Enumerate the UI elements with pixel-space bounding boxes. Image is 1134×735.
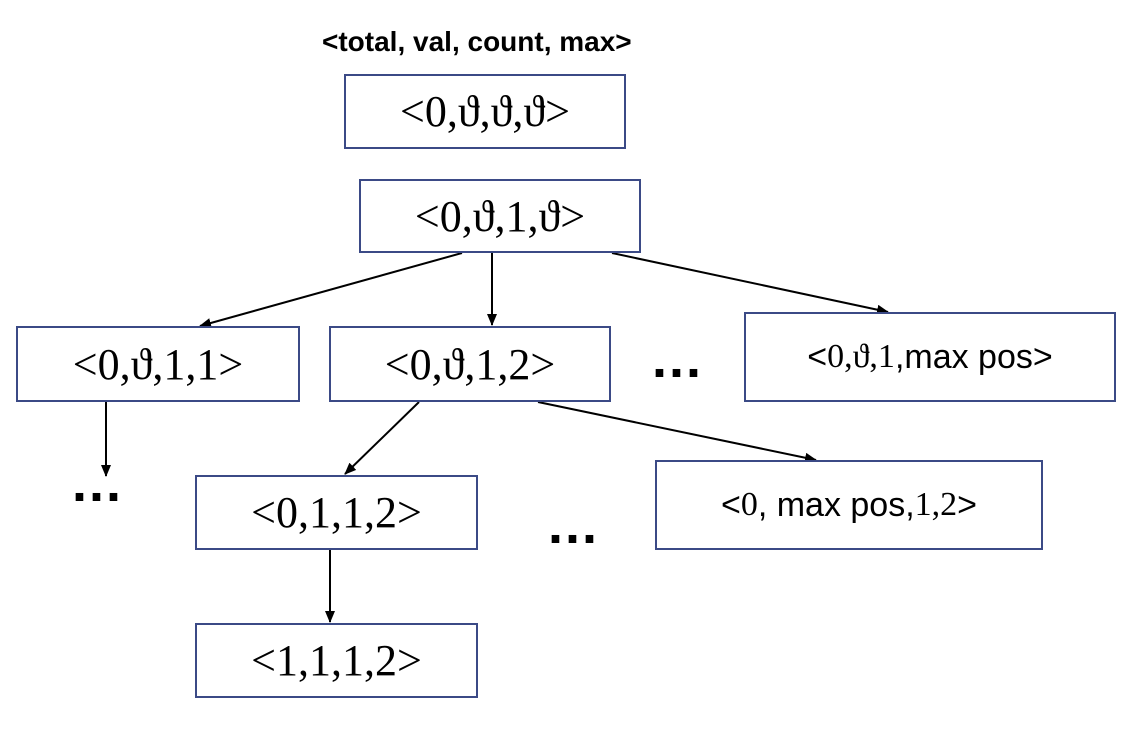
edge-max2-to-valmax	[537, 401, 817, 463]
node-count-1: <0,ϑ,1,ϑ>	[359, 179, 641, 253]
edge-max2-to-val1	[344, 401, 420, 475]
ellipsis-val-row: ...	[548, 495, 600, 555]
node-max-1: <0,ϑ,1,1>	[16, 326, 300, 402]
node-val-1: <0,1,1,2>	[195, 475, 478, 550]
node-max-pos-label: ,max pos>	[894, 337, 1053, 376]
node-val-max-pos-label: , max pos,	[757, 485, 915, 524]
tuple-header: <total, val, count, max>	[322, 26, 632, 57]
edge-count1-to-max1	[199, 252, 463, 328]
ellipsis-mid-row: ...	[652, 329, 704, 389]
edge-count1-to-maxpos	[611, 252, 889, 315]
ellipsis-left-branch: ...	[72, 453, 124, 513]
node-total-1: <1,1,1,2>	[195, 623, 478, 698]
node-val-max-pos-values: 1,2	[914, 486, 958, 523]
node-val-max-pos-open: <	[720, 485, 741, 524]
node-val-max-pos: <0, max pos,1,2>	[655, 460, 1043, 550]
node-max-2: <0,ϑ,1,2>	[329, 326, 611, 402]
node-val-max-pos-total: 0	[740, 486, 758, 523]
node-max-pos-values: 0,ϑ,1	[827, 338, 895, 375]
node-max-pos-open: <	[807, 337, 828, 376]
node-root: <0,ϑ,ϑ,ϑ>	[344, 74, 626, 149]
node-val-max-pos-close: >	[957, 485, 978, 524]
node-max-pos: <0,ϑ,1,max pos>	[744, 312, 1116, 402]
